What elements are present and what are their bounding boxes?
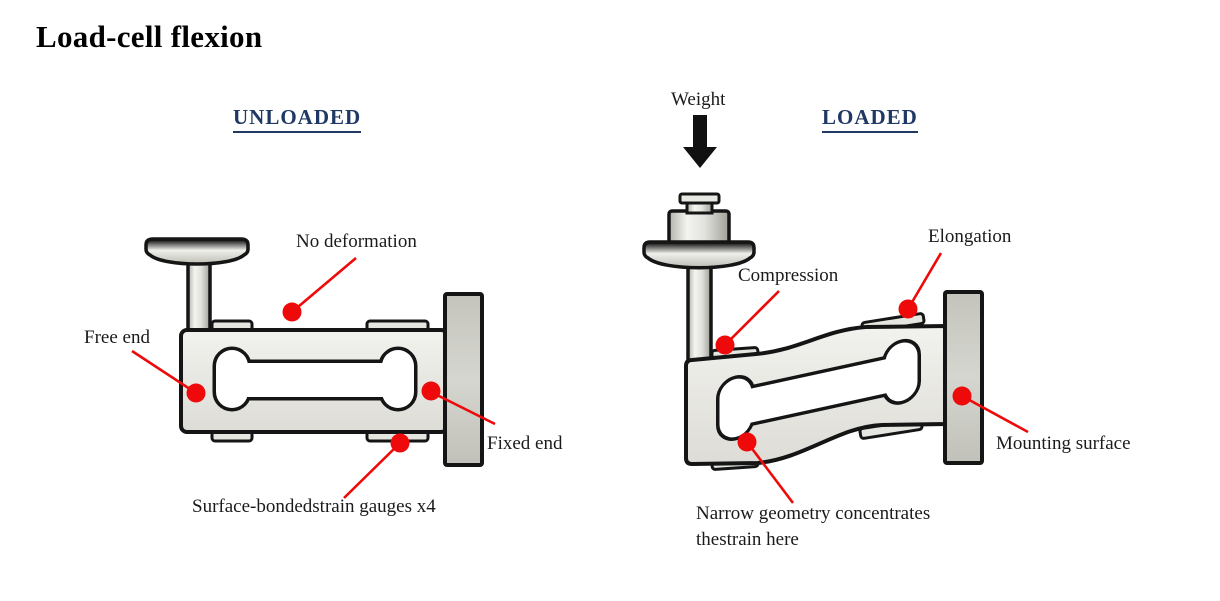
label-compression: Compression	[738, 265, 839, 286]
annotation-dot-free-end	[186, 383, 206, 403]
fixed-block	[443, 292, 484, 467]
annotation-dot-compression	[715, 335, 735, 355]
annotation-line-elongation	[906, 252, 943, 310]
label-narrow-geometry-line2: thestrain here	[696, 529, 799, 550]
label-narrow-geometry-line1: Narrow geometry concentrates	[696, 503, 931, 524]
label-fixed-end: Fixed end	[487, 433, 563, 454]
annotation-line-no-deformation	[291, 257, 357, 313]
annotation-dot-narrow	[737, 432, 757, 452]
annotation-line-compression	[724, 290, 780, 346]
annotation-line-fixed-end	[430, 390, 496, 426]
loaded-load-cell	[642, 192, 984, 471]
label-mounting-surface: Mounting surface	[996, 433, 1131, 454]
page-title: Load-cell flexion	[36, 19, 263, 54]
annotation-dot-strain-gauges	[390, 433, 410, 453]
annotation-line-mounting	[961, 394, 1029, 434]
unloaded-load-cell	[144, 237, 484, 467]
annotation-dot-fixed-end	[421, 381, 441, 401]
label-no-deformation: No deformation	[296, 231, 417, 252]
unloaded-heading: UNLOADED	[233, 105, 362, 133]
mounting-block	[943, 290, 984, 465]
annotation-dot-no-deformation	[282, 302, 302, 322]
dog-bone-cutout-unloaded	[212, 346, 418, 412]
annotation-line-free-end	[131, 349, 197, 395]
label-narrow-geometry: Narrow geometry concentrates thestrain h…	[696, 501, 930, 553]
label-strain-gauges: Surface-bondedstrain gauges x4	[192, 496, 436, 517]
annotation-dot-mounting	[952, 386, 972, 406]
weight-arrow-icon	[683, 115, 717, 168]
annotation-dot-elongation	[898, 299, 918, 319]
annotation-dots	[186, 299, 972, 453]
label-free-end: Free end	[84, 327, 150, 348]
label-elongation: Elongation	[928, 226, 1012, 247]
annotation-line-strain-gauges	[343, 442, 401, 499]
annotation-leader-lines	[131, 252, 1029, 504]
weight-label: Weight	[671, 89, 726, 110]
loaded-heading: LOADED	[822, 105, 918, 133]
weight-mass	[642, 192, 756, 365]
annotation-line-narrow	[745, 441, 795, 504]
dog-bone-cutout-loaded	[716, 338, 921, 441]
load-button	[144, 237, 250, 336]
